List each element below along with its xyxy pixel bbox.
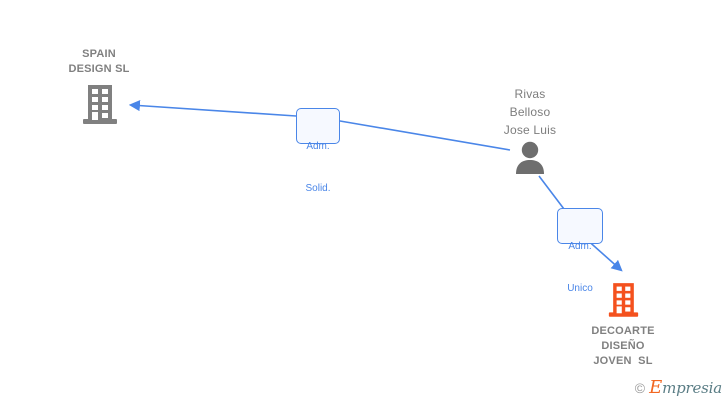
edge-label-adm-solid[interactable]: Adm. Solid.	[296, 108, 340, 194]
edge-label-adm-unico-line1: Adm.	[568, 241, 592, 252]
watermark: © Empresia	[634, 377, 722, 398]
building-icon[interactable]	[82, 83, 118, 130]
empresia-logo: Empresia	[649, 377, 722, 398]
edge-label-adm-solid-line2: Solid.	[305, 183, 331, 194]
empresia-logo-rest: mpresia	[662, 379, 722, 397]
edge-label-adm-solid-line1: Adm.	[306, 141, 330, 152]
empresia-logo-capital: E	[649, 377, 663, 398]
node-label-spain-design: SPAIN DESIGN SL	[68, 48, 130, 75]
node-label-rivas-belloso: Rivas Belloso Jose Luis	[503, 87, 557, 137]
node-label-decoarte: DECOARTE DISEÑO JOVEN SL	[591, 325, 655, 367]
edge-label-adm-unico-line2: Unico	[567, 283, 593, 294]
copyright-icon: ©	[634, 380, 646, 396]
person-icon[interactable]	[513, 141, 547, 179]
building-icon[interactable]	[608, 281, 639, 323]
edge-label-adm-unico[interactable]: Adm. Unico	[557, 208, 603, 294]
